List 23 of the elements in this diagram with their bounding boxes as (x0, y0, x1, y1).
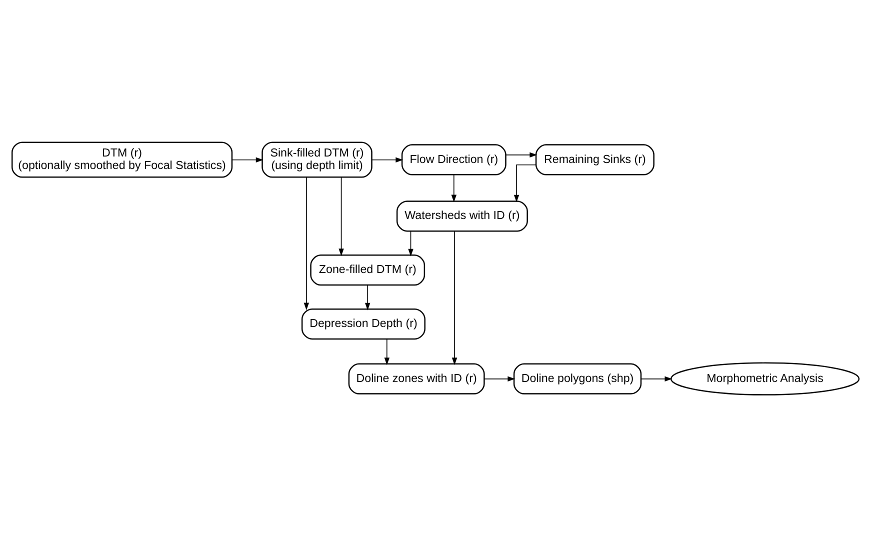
arrow (452, 230, 458, 366)
node-box: Doline polygons (shp) (513, 363, 642, 394)
arrow (384, 338, 390, 366)
node-box: Doline zones with ID (r) (348, 363, 485, 394)
arrow (371, 157, 404, 163)
arrow (408, 230, 414, 256)
node-box: Flow Direction (r) (401, 144, 506, 176)
arrow (304, 176, 310, 310)
node-box: Watersheds with ID (r) (396, 200, 528, 232)
node-ellipse: Morphometric Analysis (670, 362, 860, 396)
node-box: DTM (r) (optionally smoothed by Focal Statistics) (12, 142, 233, 178)
node-box: Zone-filled DTM (r) (310, 254, 426, 286)
arrow (514, 164, 536, 202)
arrow (506, 152, 538, 158)
arrow (451, 174, 457, 202)
node-box: Sink-filled DTM (r) (using depth limit) (262, 142, 372, 178)
node-box: Depression Depth (r) (301, 308, 426, 340)
arrow (232, 157, 264, 163)
arrow (484, 376, 516, 382)
arrow (338, 176, 344, 256)
arrow (640, 376, 672, 382)
arrow (365, 284, 370, 310)
node-box: Remaining Sinks (r) (535, 144, 654, 176)
